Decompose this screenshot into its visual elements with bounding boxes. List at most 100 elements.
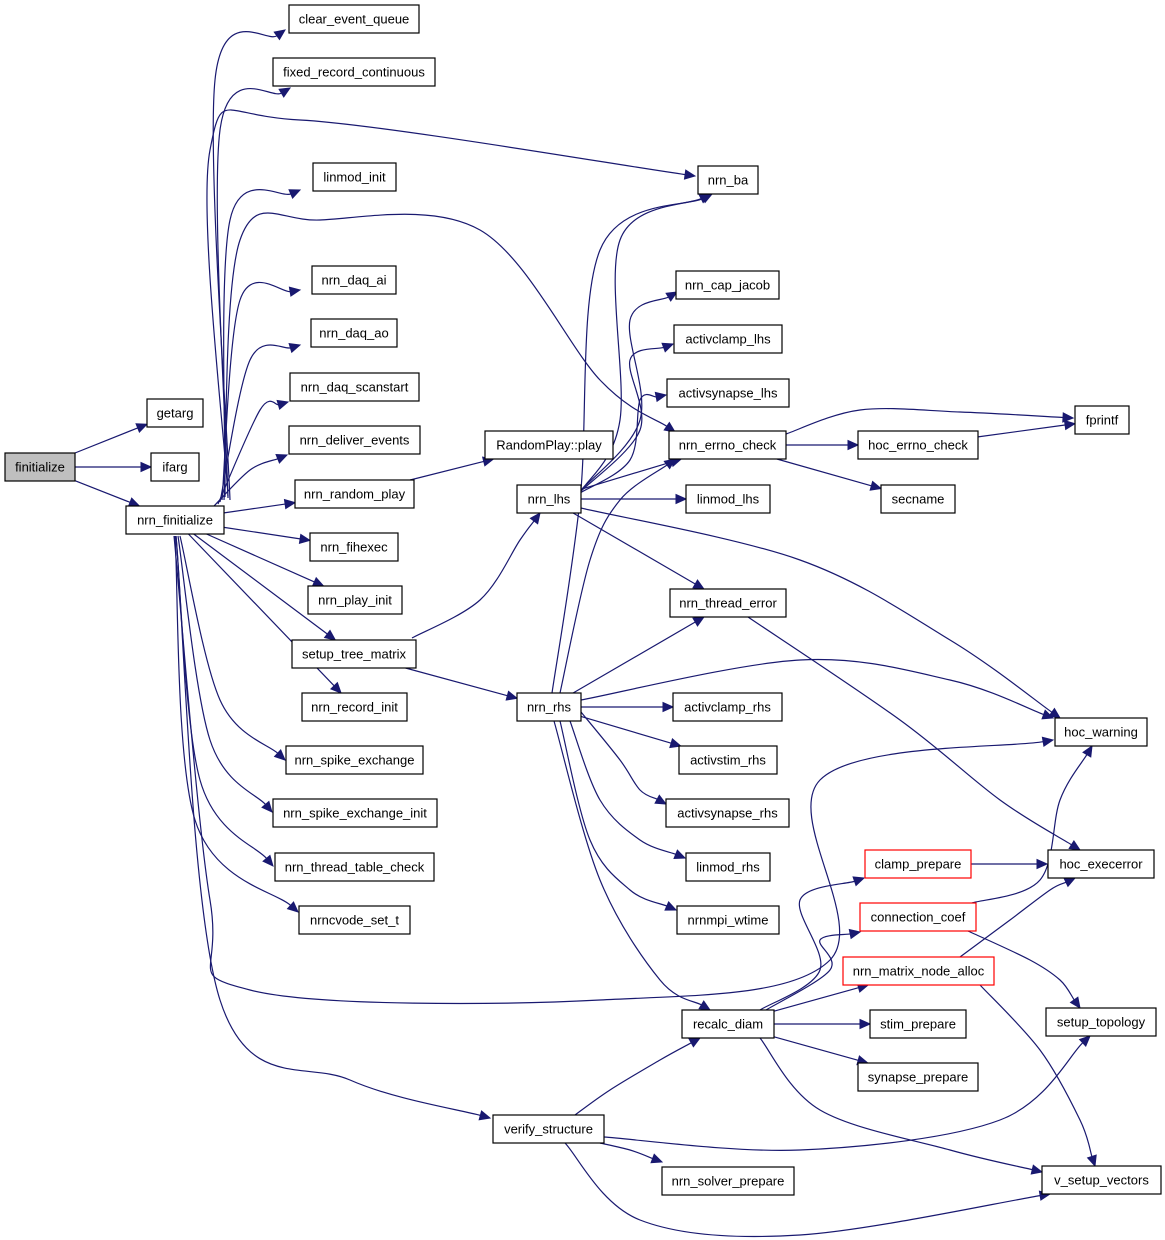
node-nrncvode-set-t[interactable]: nrncvode_set_t [298, 905, 411, 935]
node-nrn-thread-table-check[interactable]: nrn_thread_table_check [274, 852, 435, 882]
call-edge-nrn_finitialize-to-nrncvode_set_t [174, 535, 299, 913]
call-edge-finitialize-to-nrn_finitialize [74, 480, 141, 508]
node-hoc-errno-check[interactable]: hoc_errno_check [857, 430, 979, 460]
arrowhead-icon [675, 493, 688, 505]
node-nrn-daq-ai[interactable]: nrn_daq_ai [311, 265, 397, 295]
call-edge-nrn_finitialize-to-nrn_daq_ai [221, 281, 302, 501]
node-nrn-record-init[interactable]: nrn_record_init [301, 692, 408, 722]
node-nrn-spike-exchange[interactable]: nrn_spike_exchange [285, 745, 424, 775]
node-nrn-errno-check[interactable]: nrn_errno_check [668, 430, 787, 460]
node-setup-topology[interactable]: setup_topology [1045, 1007, 1157, 1037]
node-getarg[interactable]: getarg [146, 398, 204, 428]
node-hoc-warning[interactable]: hoc_warning [1054, 717, 1148, 747]
node-clear-event-queue[interactable]: clear_event_queue [288, 4, 420, 34]
call-edge-recalc_diam-to-connection_coef [765, 928, 862, 1011]
node-nrn-play-init[interactable]: nrn_play_init [307, 585, 403, 615]
node-label: getarg [157, 406, 194, 421]
node-fixed-record-continuous[interactable]: fixed_record_continuous [272, 57, 436, 87]
node-linmod-rhs[interactable]: linmod_rhs [685, 852, 771, 882]
node-activsynapse-rhs[interactable]: activsynapse_rhs [665, 798, 790, 828]
call-edge-nrn_finitialize-to-nrn_random_play [223, 498, 297, 514]
node-nrn-finitialize[interactable]: nrn_finitialize [125, 505, 225, 535]
node-label: setup_tree_matrix [302, 647, 407, 662]
node-label: nrn_daq_scanstart [301, 380, 409, 395]
call-edge-nrn_errno_check-to-fprintf [785, 407, 1075, 435]
call-edge-nrn_errno_check-to-hoc_errno_check [786, 439, 860, 451]
node-box [1054, 717, 1148, 747]
call-edge-nrn_lhs-to-linmod_lhs [581, 493, 688, 505]
call-edge-nrn_rhs-to-linmod_rhs [569, 720, 687, 859]
node-label: activstim_rhs [690, 753, 766, 768]
node-label: nrn_rhs [527, 700, 572, 715]
node-hoc-execerror[interactable]: hoc_execerror [1047, 849, 1155, 879]
arrowhead-icon [288, 342, 302, 354]
node-nrn-thread-error[interactable]: nrn_thread_error [669, 588, 787, 618]
node-nrn-matrix-node-alloc[interactable]: nrn_matrix_node_alloc [842, 956, 995, 986]
node-nrn-deliver-events[interactable]: nrn_deliver_events [288, 425, 421, 455]
node-label: nrn_spike_exchange_init [283, 806, 427, 821]
arrowhead-icon [683, 169, 697, 180]
arrowhead-icon [1041, 736, 1055, 747]
edge-line [193, 533, 328, 635]
node-stim-prepare[interactable]: stim_prepare [869, 1009, 967, 1039]
node-box [492, 1114, 605, 1144]
node-nrn-ba[interactable]: nrn_ba [697, 165, 759, 195]
node-clamp-prepare[interactable]: clamp_prepare [864, 849, 972, 879]
edge-line [580, 507, 1053, 713]
node-synapse-prepare[interactable]: synapse_prepare [857, 1062, 979, 1092]
node-v-setup-vectors[interactable]: v_setup_vectors [1041, 1165, 1162, 1195]
edge-line [971, 754, 1088, 904]
node-nrn-solver-prepare[interactable]: nrn_solver_prepare [661, 1166, 795, 1196]
node-nrn-daq-ao[interactable]: nrn_daq_ao [310, 318, 398, 348]
node-nrn-lhs[interactable]: nrn_lhs [516, 484, 582, 514]
call-edge-nrn_matrix_node_alloc-to-hoc_execerror [959, 877, 1077, 958]
edge-line [559, 720, 668, 907]
node-nrn-fihexec[interactable]: nrn_fihexec [309, 532, 399, 562]
node-label: activclamp_lhs [685, 332, 771, 347]
node-verify-structure[interactable]: verify_structure [492, 1114, 605, 1144]
edge-line [219, 344, 291, 503]
edge-line [177, 535, 266, 805]
edge-line [765, 933, 851, 1011]
node-nrn-spike-exchange-init[interactable]: nrn_spike_exchange_init [272, 798, 438, 828]
arrowhead-icon [650, 1153, 664, 1164]
node-nrn-random-play[interactable]: nrn_random_play [294, 479, 415, 509]
node-activstim-rhs[interactable]: activstim_rhs [678, 745, 778, 775]
node-secname[interactable]: secname [880, 484, 956, 514]
node-activclamp-lhs[interactable]: activclamp_lhs [673, 324, 783, 354]
node-box [665, 798, 790, 828]
node-nrn-cap-jacob[interactable]: nrn_cap_jacob [675, 270, 780, 300]
node-box [697, 165, 759, 195]
node-box [288, 4, 420, 34]
node-nrn-daq-scanstart[interactable]: nrn_daq_scanstart [289, 372, 420, 402]
call-edge-recalc_diam-to-v_setup_vectors [759, 1037, 1044, 1175]
node-finitialize[interactable]: finitialize [4, 452, 76, 482]
node-label: activclamp_rhs [684, 700, 771, 715]
node-linmod-lhs[interactable]: linmod_lhs [685, 484, 771, 514]
function-nodes: finitialize getarg ifarg nrn_finitialize cle… [4, 4, 1162, 1196]
node-recalc-diam[interactable]: recalc_diam [681, 1009, 775, 1039]
arrowhead-icon [654, 794, 668, 805]
node-box [307, 585, 403, 615]
node-activsynapse-lhs[interactable]: activsynapse_lhs [666, 378, 790, 408]
node-box [289, 372, 420, 402]
edge-line [967, 930, 1075, 1001]
node-connection-coef[interactable]: connection_coef [859, 902, 977, 932]
node-box [668, 430, 787, 460]
edge-line [409, 460, 484, 481]
node-RandomPlay-play[interactable]: RandomPlay::play [484, 430, 614, 460]
edge-line [74, 427, 138, 454]
arrowhead-icon [127, 497, 141, 508]
node-nrn-rhs[interactable]: nrn_rhs [516, 692, 582, 722]
arrowhead-icon [276, 399, 290, 410]
node-linmod-init[interactable]: linmod_init [312, 162, 397, 192]
node-activclamp-rhs[interactable]: activclamp_rhs [672, 692, 783, 722]
arrowhead-icon [278, 87, 292, 98]
node-fprintf[interactable]: fprintf [1074, 405, 1130, 435]
node-nrnmpi-wtime[interactable]: nrnmpi_wtime [676, 905, 780, 935]
node-setup-tree-matrix[interactable]: setup_tree_matrix [291, 639, 417, 669]
node-ifarg[interactable]: ifarg [150, 452, 200, 482]
call-edge-nrn_finitialize-to-nrn_daq_scanstart [217, 399, 290, 505]
call-edge-nrn_rhs-to-nrn_errno_check [559, 458, 676, 694]
edge-line [553, 720, 702, 1006]
